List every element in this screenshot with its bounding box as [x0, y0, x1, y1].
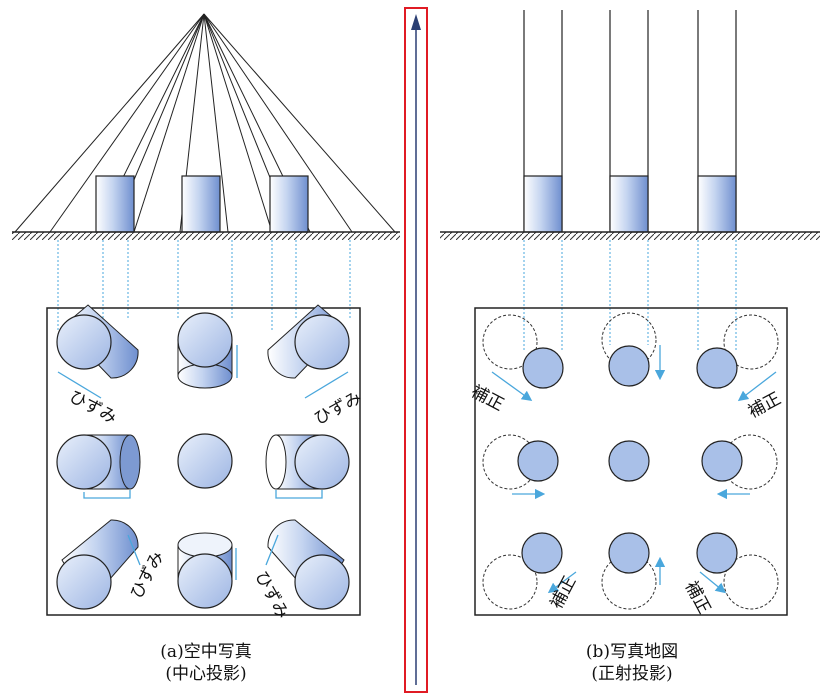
aerial-photo-frame [46, 307, 361, 616]
distortion-label-bottom-left: ひずみ [127, 548, 169, 602]
caption-right: (b)写真地図 (正射投影) [502, 641, 762, 685]
panel-divider [404, 7, 428, 693]
building-left-b [523, 175, 563, 233]
distortion-label-top-right: ひずみ [311, 388, 365, 430]
orthophoto-frame [474, 307, 788, 616]
correction-label-bottom-left: 補正 [547, 573, 581, 612]
photo-cylinder-top-right [267, 304, 350, 379]
right-panel-orthographic-projection: 補正 補正 補正 補正 [440, 10, 820, 617]
photo-cylinder-bottom-center [177, 532, 233, 609]
building-left [95, 175, 135, 233]
photo-cylinder-bottom-right [267, 519, 350, 610]
caption-right-subtitle: (正射投影) [591, 664, 673, 684]
correction-label-top-right: 補正 [745, 389, 784, 423]
building-right-b [697, 175, 737, 233]
photo-cylinder-top-left [56, 304, 139, 379]
photo-cylinder-bottom-left [56, 519, 139, 610]
caption-left-title: (a)空中写真 [160, 642, 252, 662]
orthophoto-cylinders [482, 312, 779, 610]
building-center [181, 175, 221, 233]
correction-label-top-left: 補正 [468, 382, 507, 416]
photo-cylinder-top-center [177, 312, 233, 389]
photo-cylinder-middle-center [177, 433, 233, 489]
correction-arrows [491, 345, 777, 594]
caption-left: (a)空中写真 (中心投影) [76, 641, 336, 685]
correction-label-bottom-right: 補正 [681, 578, 715, 617]
ground-surface [12, 231, 400, 240]
distortion-markers [57, 345, 349, 580]
caption-left-subtitle: (中心投影) [165, 664, 247, 684]
left-panel-central-projection: ひずみ ひずみ ひずみ ひずみ [12, 13, 400, 622]
guide-lines [57, 240, 351, 330]
guide-lines-b [523, 240, 737, 350]
photo-cylinder-middle-right [265, 434, 350, 490]
caption-right-title: (b)写真地図 [585, 642, 679, 662]
distortion-label-bottom-center: ひずみ [251, 568, 293, 622]
photo-cylinder-middle-left [56, 434, 141, 490]
ground-surface-b [440, 231, 820, 240]
building-right [269, 175, 309, 233]
building-center-b [609, 175, 649, 233]
